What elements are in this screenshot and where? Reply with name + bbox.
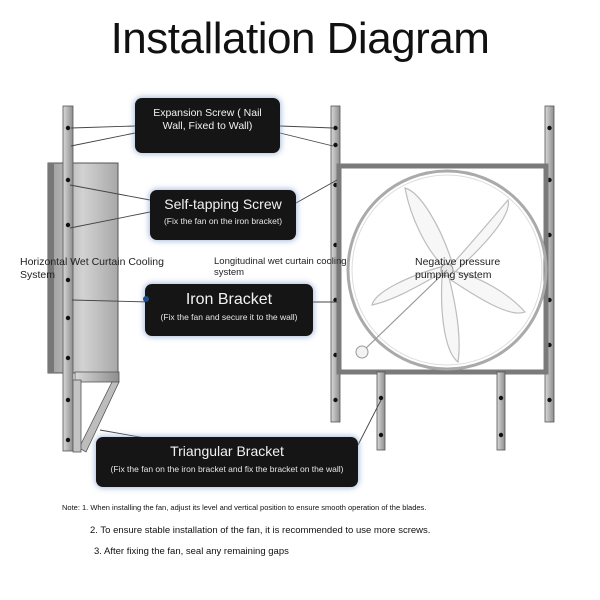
expansion-screw-label: Expansion Screw ( Nail Wall, Fixed to Wa… bbox=[153, 107, 262, 132]
triangular-bracket-shape bbox=[72, 371, 120, 453]
self-tapping-screw-callout: Self-tapping Screw (Fix the fan on the i… bbox=[150, 190, 296, 240]
triangular-bracket-label: Triangular Bracket bbox=[170, 443, 284, 459]
wet-curtain-panel bbox=[47, 162, 119, 374]
fan-legs bbox=[376, 371, 506, 451]
iron-bracket-marker bbox=[143, 296, 149, 302]
iron-bracket-callout: Iron Bracket (Fix the fan and secure it … bbox=[145, 284, 313, 336]
self-tapping-screw-label: Self-tapping Screw bbox=[164, 196, 282, 212]
note-2: 2. To ensure stable installation of the … bbox=[90, 525, 431, 536]
fan-housing bbox=[336, 163, 549, 375]
horizontal-wet-curtain-label: Horizontal Wet Curtain Cooling System bbox=[20, 256, 164, 281]
leader-lines bbox=[69, 125, 382, 446]
note-3: 3. After fixing the fan, seal any remain… bbox=[94, 546, 289, 557]
page-title: Installation Diagram bbox=[110, 14, 490, 63]
expansion-screw-callout: Expansion Screw ( Nail Wall, Fixed to Wa… bbox=[135, 98, 280, 153]
triangular-bracket-sub: (Fix the fan on the iron bracket and fix… bbox=[110, 463, 344, 474]
note-1: Note: 1. When installing the fan, adjust… bbox=[62, 503, 427, 512]
longitudinal-wet-curtain-label: Longitudinal wet curtain cooling system bbox=[214, 256, 347, 279]
negative-pressure-label: Negative pressure pumping system bbox=[415, 256, 501, 281]
iron-bracket-label: Iron Bracket bbox=[185, 291, 273, 308]
triangular-bracket-callout: Triangular Bracket (Fix the fan on the i… bbox=[96, 437, 358, 487]
fan-blades bbox=[371, 187, 527, 364]
self-tapping-screw-sub: (Fix the fan on the iron bracket) bbox=[163, 215, 283, 226]
iron-bracket-sub: (Fix the fan and secure it to the wall) bbox=[160, 312, 298, 323]
